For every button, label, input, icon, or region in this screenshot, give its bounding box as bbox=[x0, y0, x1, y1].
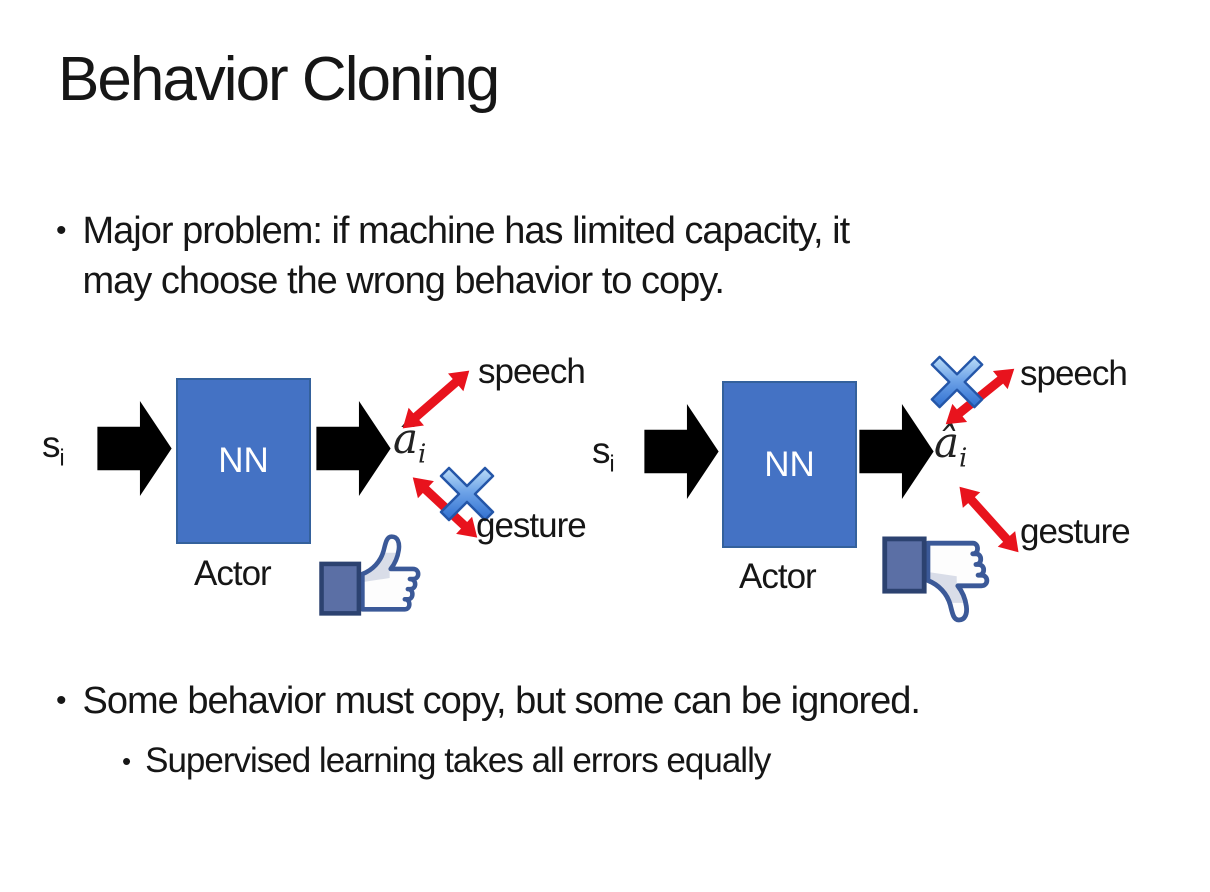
bullet-marker: • bbox=[56, 214, 67, 247]
thumbs-up-icon bbox=[319, 534, 421, 616]
left-gesture-label: gesture bbox=[476, 506, 587, 545]
thumbs-down-icon bbox=[882, 536, 990, 623]
block-arrow-icon bbox=[316, 400, 391, 497]
bullet-major-problem-line1: Major problem: if machine has limited ca… bbox=[82, 210, 851, 252]
sub-bullet-supervised-text: Supervised learning takes all errors equ… bbox=[145, 741, 771, 780]
cross-icon bbox=[439, 466, 495, 522]
bullet-major-problem: • Major problem: if machine has limited … bbox=[56, 206, 851, 306]
left-actor-label: Actor bbox=[194, 554, 272, 593]
block-arrow-icon bbox=[97, 400, 172, 497]
left-nn-label: NN bbox=[218, 441, 269, 480]
cross-icon bbox=[930, 355, 984, 409]
sub-bullet-supervised: • Supervised learning takes all errors e… bbox=[122, 738, 771, 784]
page-title: Behavior Cloning bbox=[58, 45, 500, 114]
right-actor-label: Actor bbox=[739, 557, 817, 596]
right-nn-label: NN bbox=[764, 444, 815, 484]
left-speech-label: speech bbox=[478, 352, 586, 391]
bullet-some-behavior: • Some behavior must copy, but some can … bbox=[56, 676, 921, 726]
double-arrow-icon bbox=[402, 370, 470, 429]
right-nn-box: NN bbox=[722, 381, 857, 548]
bullet-marker: • bbox=[122, 746, 132, 776]
bullet-some-behavior-text: Some behavior must copy, but some can be… bbox=[82, 680, 921, 722]
bullet-marker: • bbox=[56, 684, 67, 717]
right-gesture-label: gesture bbox=[1020, 512, 1131, 551]
right-output-action: âi bbox=[934, 418, 968, 474]
left-nn-box: NN bbox=[176, 378, 311, 544]
left-input-state: si bbox=[42, 424, 65, 471]
double-arrow-icon bbox=[959, 486, 1019, 553]
block-arrow-icon bbox=[644, 403, 719, 500]
right-input-state: si bbox=[592, 430, 615, 477]
right-speech-label: speech bbox=[1020, 354, 1128, 393]
block-arrow-icon bbox=[859, 403, 934, 500]
bullet-major-problem-line2: may choose the wrong behavior to copy. bbox=[82, 260, 725, 302]
